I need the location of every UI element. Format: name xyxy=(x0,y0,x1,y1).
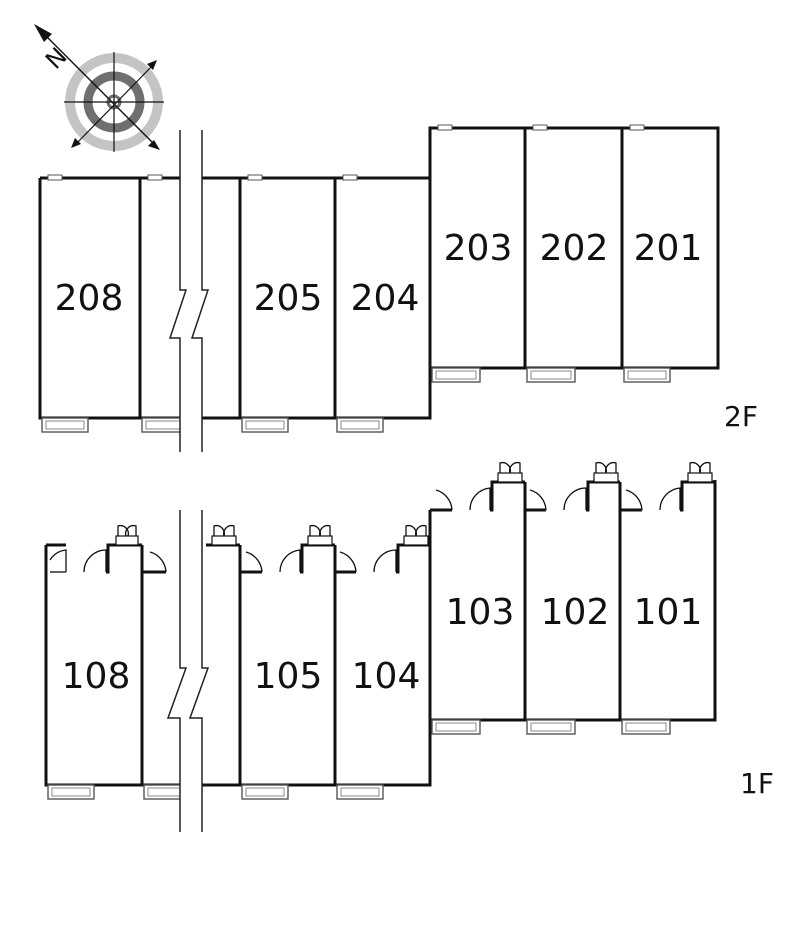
first-floor-plan: 108 105 104 103 102 101 1F xyxy=(44,462,774,800)
floor-label-1f: 1F xyxy=(740,767,774,800)
unit-label-203: 203 xyxy=(444,228,513,269)
floor-label-2f: 2F xyxy=(724,400,758,433)
break-line-1f xyxy=(166,510,210,832)
unit-label-108: 108 xyxy=(62,656,131,697)
second-floor-plan: 208 205 204 203 202 201 2F xyxy=(38,124,758,433)
north-letter: N xyxy=(40,42,72,74)
unit-label-101: 101 xyxy=(634,592,703,633)
1f-meter-boxes xyxy=(115,462,713,546)
1f-windows xyxy=(47,719,671,800)
unit-label-201: 201 xyxy=(634,228,703,269)
unit-label-103: 103 xyxy=(446,592,515,633)
unit-label-208: 208 xyxy=(55,278,124,319)
unit-label-202: 202 xyxy=(540,228,609,269)
1f-entrance-doors xyxy=(49,487,681,573)
unit-label-105: 105 xyxy=(254,656,323,697)
1f-outer-wall xyxy=(44,480,717,787)
compass-rose-icon: N xyxy=(34,24,164,152)
unit-label-204: 204 xyxy=(351,278,420,319)
unit-label-104: 104 xyxy=(352,656,421,697)
2f-balconies xyxy=(41,367,671,433)
unit-label-205: 205 xyxy=(254,278,323,319)
2f-outer-wall xyxy=(38,126,720,420)
1f-entrance-walls xyxy=(46,480,715,574)
unit-label-102: 102 xyxy=(541,592,610,633)
break-line-2f xyxy=(168,130,210,452)
